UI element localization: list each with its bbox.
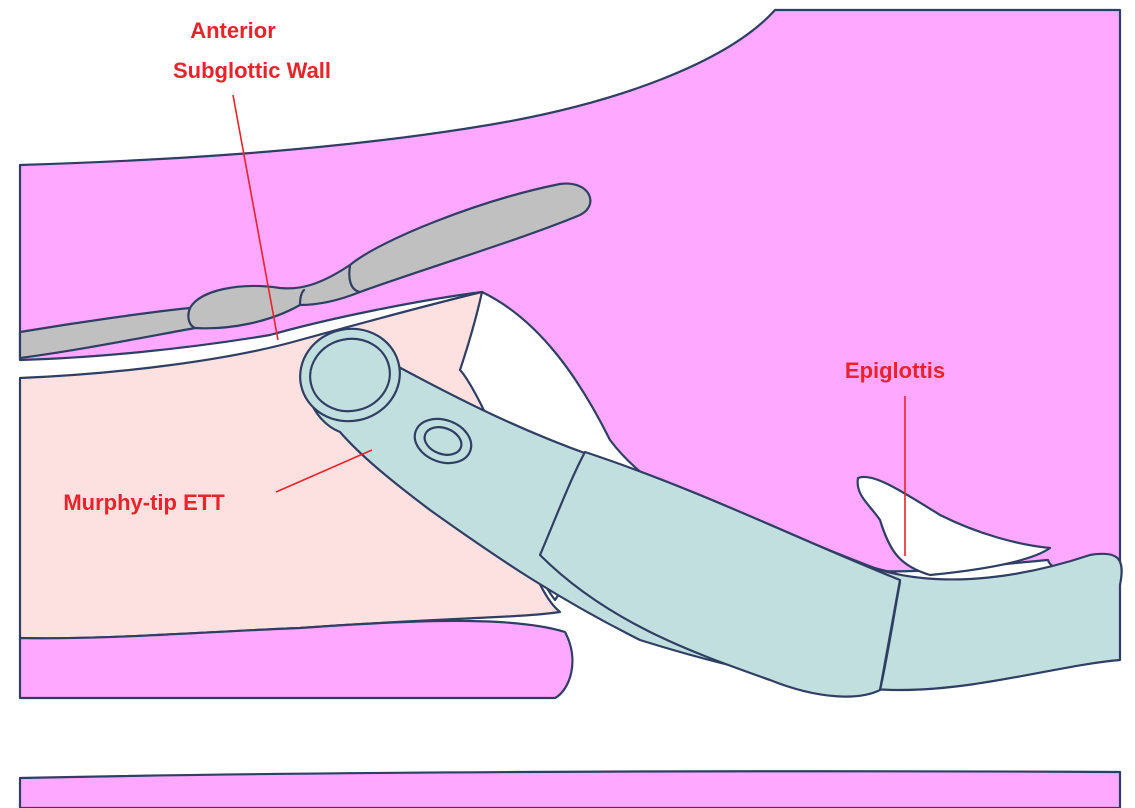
ett-label: Murphy-tip ETT bbox=[63, 490, 225, 515]
anterior-label-line2: Subglottic Wall bbox=[173, 58, 331, 83]
posterior-band bbox=[20, 771, 1120, 808]
anterior-label-line1: Anterior bbox=[190, 18, 276, 43]
epiglottis-label: Epiglottis bbox=[845, 358, 945, 383]
